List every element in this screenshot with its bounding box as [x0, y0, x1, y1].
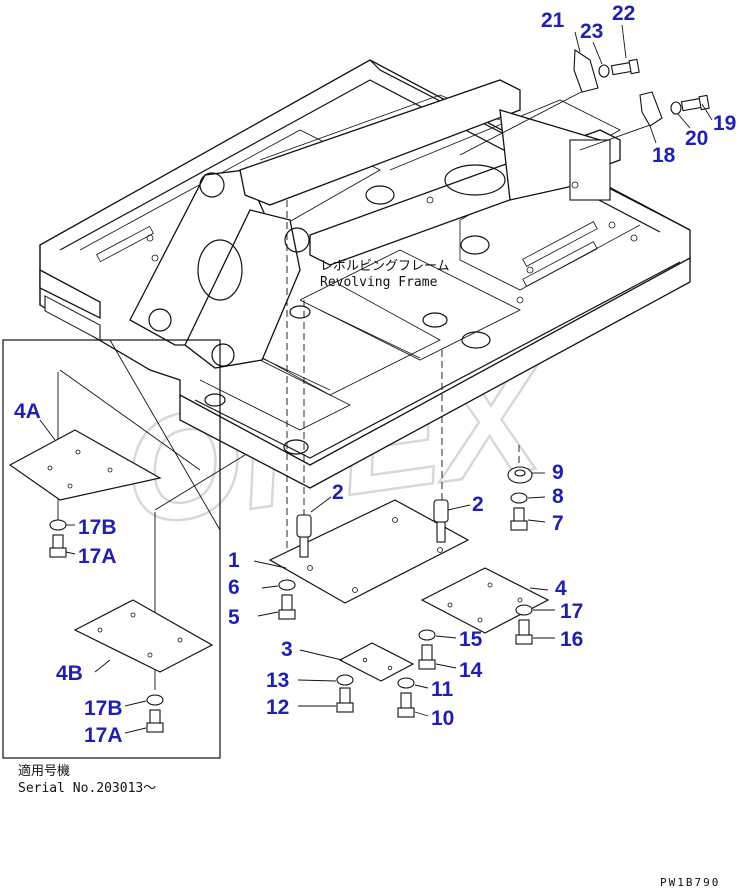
callout-19: 19: [713, 112, 736, 135]
callout-4: 4: [555, 577, 567, 600]
callout-22: 22: [612, 2, 635, 25]
callout-17a-top: 17A: [78, 545, 117, 568]
serial-note: 適用号機 Serial No.203013～: [18, 763, 156, 796]
callout-17b-bot: 17B: [84, 697, 123, 720]
washer-15: [418, 629, 436, 641]
bolt-17a-top: [49, 534, 67, 558]
callout-9: 9: [552, 461, 564, 484]
callout-23: 23: [580, 20, 603, 43]
callout-20: 20: [685, 127, 708, 150]
guide-2b: [433, 499, 449, 543]
callout-21: 21: [541, 9, 565, 32]
callout-17: 17: [560, 600, 583, 623]
bolt-10: [397, 692, 415, 718]
bolt-22: [610, 58, 640, 76]
callout-12: 12: [266, 696, 289, 719]
washer-8: [510, 492, 528, 504]
callout-14: 14: [459, 659, 483, 682]
bolt-5: [278, 594, 296, 620]
frame-label-en: Revolving Frame: [320, 275, 438, 290]
callout-labels: 21 23 22 19 20 18 9 8 7 2 2 1 6 5 4 17 1…: [14, 2, 736, 747]
callout-2a: 2: [332, 481, 344, 504]
callout-17a-bot: 17A: [84, 724, 123, 747]
washer-17b-top: [49, 519, 67, 531]
bracket-21: [573, 49, 599, 93]
washer-11: [397, 677, 415, 689]
callout-6: 6: [228, 576, 240, 599]
lower-plates: [268, 466, 550, 718]
callout-8: 8: [552, 485, 564, 508]
revolving-frame: [39, 59, 691, 489]
bolt-16: [515, 619, 533, 645]
serial-note-en: Serial No.203013～: [18, 781, 156, 796]
callout-13: 13: [266, 669, 289, 692]
callout-4b: 4B: [56, 662, 83, 685]
callout-5: 5: [228, 606, 240, 629]
cover-4: [420, 567, 550, 634]
frame-label: レボルビングフレーム Revolving Frame: [320, 259, 450, 290]
leader-lines: [39, 24, 713, 734]
cover-4b: [73, 599, 214, 673]
washer-23: [598, 64, 610, 78]
washer-17b-bot: [146, 694, 164, 706]
guide-2a: [296, 514, 312, 558]
callout-18: 18: [652, 144, 676, 167]
diagram-code: PW1B790: [660, 876, 720, 889]
rear-bracket-parts: [573, 49, 710, 127]
cover-4a: [8, 429, 162, 501]
callout-16: 16: [560, 628, 583, 651]
callout-10: 10: [431, 707, 454, 730]
callout-1: 1: [228, 549, 240, 572]
callout-15: 15: [459, 628, 483, 651]
washer-13: [336, 674, 354, 686]
washer-20: [670, 101, 682, 115]
callout-2b: 2: [472, 493, 484, 516]
bracket-18: [639, 91, 663, 127]
washer-17: [515, 604, 533, 616]
callout-4a: 4A: [14, 400, 41, 423]
bolt-17a-bot: [146, 709, 164, 733]
frame-label-jp: レボルビングフレーム: [320, 259, 450, 274]
washer-9: [507, 466, 533, 484]
callout-11: 11: [431, 678, 454, 701]
bolt-14: [418, 644, 436, 670]
bolt-19: [680, 94, 710, 112]
cover-3: [338, 642, 415, 682]
callout-3: 3: [281, 638, 293, 661]
cover-1: [268, 499, 470, 604]
washer-6: [278, 579, 296, 591]
bolt-12: [336, 687, 354, 713]
callout-17b-top: 17B: [78, 516, 117, 539]
bolt-7: [510, 507, 528, 531]
serial-note-jp: 適用号機: [18, 763, 70, 779]
serial-variant-inset: [2, 339, 246, 759]
callout-7: 7: [552, 512, 564, 535]
